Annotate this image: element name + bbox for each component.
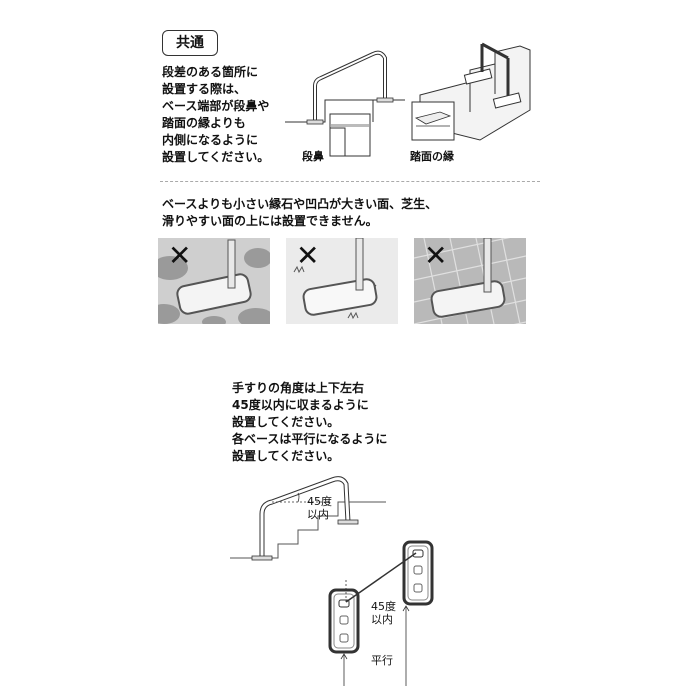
surface-panel-grass: ✕ (286, 238, 398, 324)
text-line: 設置してください。 (232, 449, 340, 463)
text-line: ベース端部が段鼻や (162, 99, 270, 113)
text-line: 設置してください。 (162, 150, 270, 164)
text-line: 内側になるように (162, 133, 259, 147)
text-line: 段差のある箇所に (162, 65, 259, 79)
instruction-text-3: 手すりの角度は上下左右 45度以内に収まるように 設置してください。 各ベースは… (232, 380, 387, 465)
angle-label-horizontal: 45度 以内 (371, 600, 396, 626)
prohibited-icon: ✕ (424, 239, 448, 272)
text-line: 各ベースは平行になるように (232, 432, 388, 446)
surface-panel-stones: ✕ (158, 238, 270, 324)
angle-label-line: 以内 (307, 508, 329, 521)
text-line: 45度以内に収まるように (232, 398, 369, 412)
handrail-parallel-top-view (328, 540, 434, 686)
handrail-angle-side-view (230, 476, 386, 561)
section-divider (160, 181, 540, 182)
section-tag: 共通 (162, 30, 218, 56)
step-nose-illustration (285, 50, 405, 157)
label-tread-edge: 踏面の縁 (410, 150, 454, 163)
text-line: 設置する際は、 (162, 82, 247, 96)
prohibited-icon: ✕ (168, 239, 192, 272)
text-line: 手すりの角度は上下左右 (232, 381, 365, 395)
text-line: 滑りやすい面の上には設置できません。 (162, 214, 378, 228)
angle-label-line: 45度 (371, 600, 396, 613)
parallel-label: 平行 (371, 654, 393, 667)
instruction-text-2: ベースよりも小さい縁石や凹凸が大きい面、芝生、 滑りやすい面の上には設置できませ… (162, 196, 437, 230)
angle-label-vertical: 45度 以内 (307, 495, 332, 521)
instruction-text-1: 段差のある箇所に 設置する際は、 ベース端部が段鼻や 踏面の縁よりも 内側になる… (162, 64, 269, 166)
tread-edge-illustration (411, 42, 531, 141)
prohibited-icon: ✕ (296, 239, 320, 272)
angle-label-line: 以内 (371, 613, 393, 626)
text-line: 踏面の縁よりも (162, 116, 246, 130)
text-line: 設置してください。 (232, 415, 340, 429)
angle-label-line: 45度 (307, 495, 332, 508)
text-line: ベースよりも小さい縁石や凹凸が大きい面、芝生、 (162, 197, 438, 211)
surface-panel-tiles: ✕ (414, 238, 526, 324)
label-step-nose: 段鼻 (302, 150, 324, 163)
